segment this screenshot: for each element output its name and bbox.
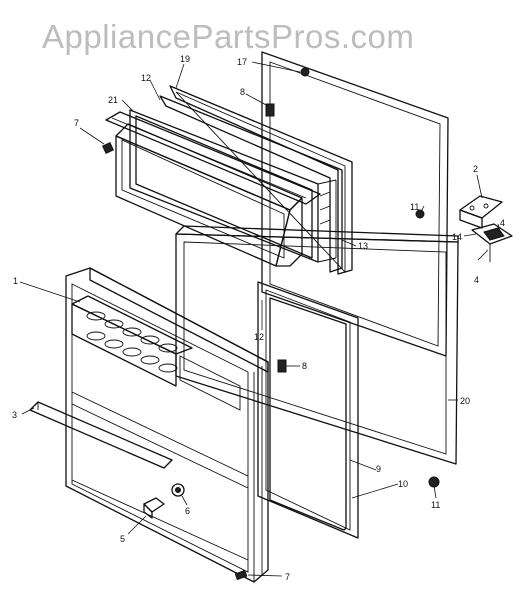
egg-tray (71, 295, 193, 387)
callout-21: 21 (108, 95, 118, 105)
fresh-food-door-outer-panel (175, 225, 459, 465)
hinge-top (459, 195, 503, 229)
door-stop-lower (277, 359, 287, 373)
callout-4-upper: 4 (500, 218, 505, 228)
callout-14: 14 (452, 232, 462, 242)
callout-6: 6 (185, 506, 190, 516)
door-stop-upper (265, 103, 275, 117)
callout-labels: 1 2 3 4 4 5 6 7 7 8 8 9 10 11 11 12 12 1… (12, 54, 505, 582)
callout-2: 2 (473, 164, 478, 174)
bushing-lower (428, 476, 440, 488)
door-shelves (71, 355, 249, 561)
hinge-middle (471, 223, 513, 262)
callout-11-lower: 11 (431, 500, 440, 510)
callout-13: 13 (358, 241, 368, 251)
callout-9: 9 (376, 464, 381, 474)
callout-7-upper: 7 (74, 118, 79, 128)
callout-7-lower: 7 (285, 572, 290, 582)
callout-10: 10 (398, 479, 408, 489)
callout-1: 1 (13, 276, 18, 286)
watermark: AppliancePartsPros.com (42, 18, 415, 55)
callout-8-lower: 8 (302, 361, 307, 371)
callout-20: 20 (460, 396, 470, 406)
freezer-door-shelf (105, 111, 321, 267)
leader-lines (19, 61, 501, 577)
freezer-door-outer-panel (261, 51, 449, 357)
callout-12-lower: 12 (254, 332, 264, 342)
callout-3: 3 (12, 410, 17, 420)
callout-19: 19 (180, 54, 190, 64)
screw-top (102, 142, 114, 154)
screw-17 (300, 67, 310, 77)
door-rack-bar (29, 401, 173, 469)
callout-5: 5 (120, 534, 125, 544)
callout-8-upper: 8 (240, 87, 245, 97)
freezer-door-liner (129, 109, 337, 263)
callout-17: 17 (237, 57, 247, 67)
callout-11-upper: 11 (410, 202, 419, 212)
callout-12-upper: 12 (141, 73, 151, 83)
door-switch-actuator (171, 483, 185, 497)
door-cam (143, 497, 165, 519)
screw-bottom (234, 569, 248, 581)
freezer-door-gasket (159, 85, 353, 275)
fresh-food-door-gasket (257, 281, 359, 539)
callout-4-lower: 4 (474, 275, 479, 285)
